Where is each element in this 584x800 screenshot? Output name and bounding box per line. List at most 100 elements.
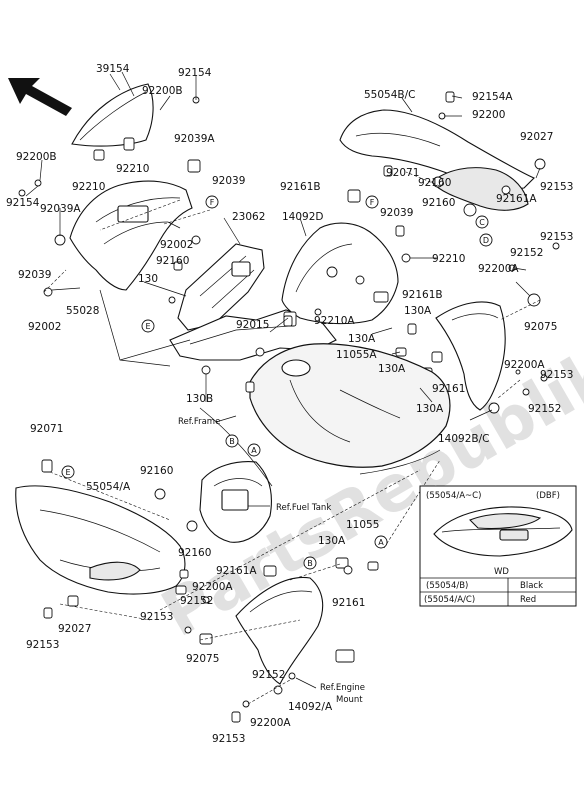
color-variant-legend: (55054/A~C) (DBF) WD (55054/B) Black (55… xyxy=(419,485,577,607)
label-92153-d: 92153 xyxy=(140,611,173,623)
assembly-guide-lines xyxy=(43,171,541,705)
label-92200a-1: 92200A xyxy=(478,263,519,275)
label-92075-a: 92075 xyxy=(524,321,557,333)
legend-row2-color: Red xyxy=(520,595,536,605)
label-11055a: 11055A xyxy=(336,349,377,361)
hardware-center xyxy=(173,261,293,357)
label-92161: 92161 xyxy=(432,383,465,395)
label-92160-c: 92160 xyxy=(422,197,455,209)
svg-text:E: E xyxy=(65,468,70,477)
label-92071-bottom: 92071 xyxy=(30,423,63,435)
svg-text:D: D xyxy=(483,236,489,245)
label-92160-d: 92160 xyxy=(140,465,173,477)
label-92160-e: 92160 xyxy=(178,547,211,559)
circle-marker-f1: F xyxy=(205,195,219,209)
label-92152-c: 92152 xyxy=(180,595,213,607)
frame-reference-part xyxy=(201,343,451,468)
label-92200a-3: 92200A xyxy=(192,581,233,593)
label-92161b-mid: 92161B xyxy=(402,289,443,301)
label-55054a: 55054/A xyxy=(86,481,131,493)
legend-wd-label: WD xyxy=(494,567,509,577)
label-92039-center: 92039 xyxy=(380,207,413,219)
label-55028: 55028 xyxy=(66,305,99,317)
svg-text:F: F xyxy=(210,198,215,207)
label-92210-b: 92210 xyxy=(72,181,105,193)
label-130a-5: 130A xyxy=(318,535,346,547)
ref-frame-label: Ref.Frame xyxy=(178,417,220,427)
circle-marker-d1: D xyxy=(479,233,493,247)
label-92161-bottom: 92161 xyxy=(332,597,365,609)
label-92015: 92015 xyxy=(236,319,269,331)
label-92200a-2: 92200A xyxy=(504,359,545,371)
label-130: 130 xyxy=(138,273,158,285)
label-23062: 23062 xyxy=(232,211,265,223)
svg-text:A: A xyxy=(378,538,384,547)
label-92152-a: 92152 xyxy=(510,247,543,259)
label-leader-lines xyxy=(25,71,541,421)
label-92153-e: 92153 xyxy=(26,639,59,651)
label-92152-b: 92152 xyxy=(528,403,561,415)
label-14092a: 14092/A xyxy=(288,701,333,713)
label-92200b-left: 92200B xyxy=(16,151,57,163)
legend-cowl-illustration xyxy=(433,506,573,557)
label-92161a-bottom: 92161A xyxy=(216,565,257,577)
svg-text:F: F xyxy=(370,198,375,207)
label-92154-left: 92154 xyxy=(6,197,40,209)
ref-fuel-tank-label: Ref.Fuel Tank xyxy=(276,503,331,513)
circle-marker-b2: B xyxy=(303,556,317,570)
inner-cowl-part xyxy=(69,180,193,291)
meter-bracket-part xyxy=(177,243,265,331)
label-92210-right: 92210 xyxy=(432,253,465,265)
svg-text:B: B xyxy=(307,559,313,568)
legend-row2-part: (55054/A/C) xyxy=(424,595,475,605)
label-92153-b: 92153 xyxy=(540,231,573,243)
svg-text:E: E xyxy=(145,322,150,331)
label-92039a-left: 92039A xyxy=(40,203,81,215)
lower-inner-cover-part xyxy=(235,576,324,685)
label-130a-4: 130A xyxy=(416,403,444,415)
label-130a-1: 130A xyxy=(404,305,432,317)
fuel-tank-cover-part xyxy=(199,461,273,543)
legend-header-right: (DBF) xyxy=(536,491,560,501)
wiring-lines xyxy=(99,289,441,487)
label-92039-top: 92039 xyxy=(212,175,245,187)
legend-row1-part: (55054/B) xyxy=(426,581,468,591)
label-92039a-top: 92039A xyxy=(174,133,215,145)
legend-header-left: (55054/A~C) xyxy=(426,491,481,501)
hardware-lower xyxy=(41,459,379,723)
circle-marker-b1: B xyxy=(225,434,239,448)
label-92200b: 92200B xyxy=(142,85,183,97)
label-92210-a: 92210 xyxy=(116,163,149,175)
label-92075-b: 92075 xyxy=(186,653,219,665)
label-92153-c: 92153 xyxy=(540,369,573,381)
air-duct-right-part xyxy=(435,301,506,414)
label-130b: 130B xyxy=(186,393,213,405)
svg-text:A: A xyxy=(251,446,257,455)
label-92200: 92200 xyxy=(472,109,505,121)
front-direction-arrow-icon xyxy=(8,78,72,116)
label-92153-a: 92153 xyxy=(540,181,573,193)
inner-cover-center-part xyxy=(281,222,399,325)
reference-labels: Ref.Frame Ref.Fuel Tank Ref.Engine Mount xyxy=(178,415,365,705)
label-130a-2: 130A xyxy=(348,333,376,345)
label-39154: 39154 xyxy=(96,63,130,75)
circle-marker-a1: A xyxy=(247,443,261,457)
label-92002-a: 92002 xyxy=(160,239,193,251)
label-130a-3: 130A xyxy=(378,363,406,375)
windscreen-part xyxy=(71,83,154,147)
svg-text:C: C xyxy=(479,218,485,227)
label-92161a-top: 92161A xyxy=(496,193,537,205)
side-cowl-left-part xyxy=(15,485,186,595)
part-number-labels: 39154 92154 92200B 92039A 92200B 92210 9… xyxy=(6,63,573,745)
circle-marker-f2: F xyxy=(365,195,379,209)
label-55054bc: 55054B/C xyxy=(364,89,415,101)
label-11055: 11055 xyxy=(346,519,379,531)
upper-cowl-right-part xyxy=(339,109,535,211)
label-92027-bottom: 92027 xyxy=(58,623,91,635)
label-92154: 92154 xyxy=(178,67,212,79)
label-92152-d: 92152 xyxy=(252,669,285,681)
label-92160-b: 92160 xyxy=(418,177,451,189)
circle-marker-e2: E xyxy=(61,465,75,479)
label-14092bc: 14092B/C xyxy=(438,433,489,445)
